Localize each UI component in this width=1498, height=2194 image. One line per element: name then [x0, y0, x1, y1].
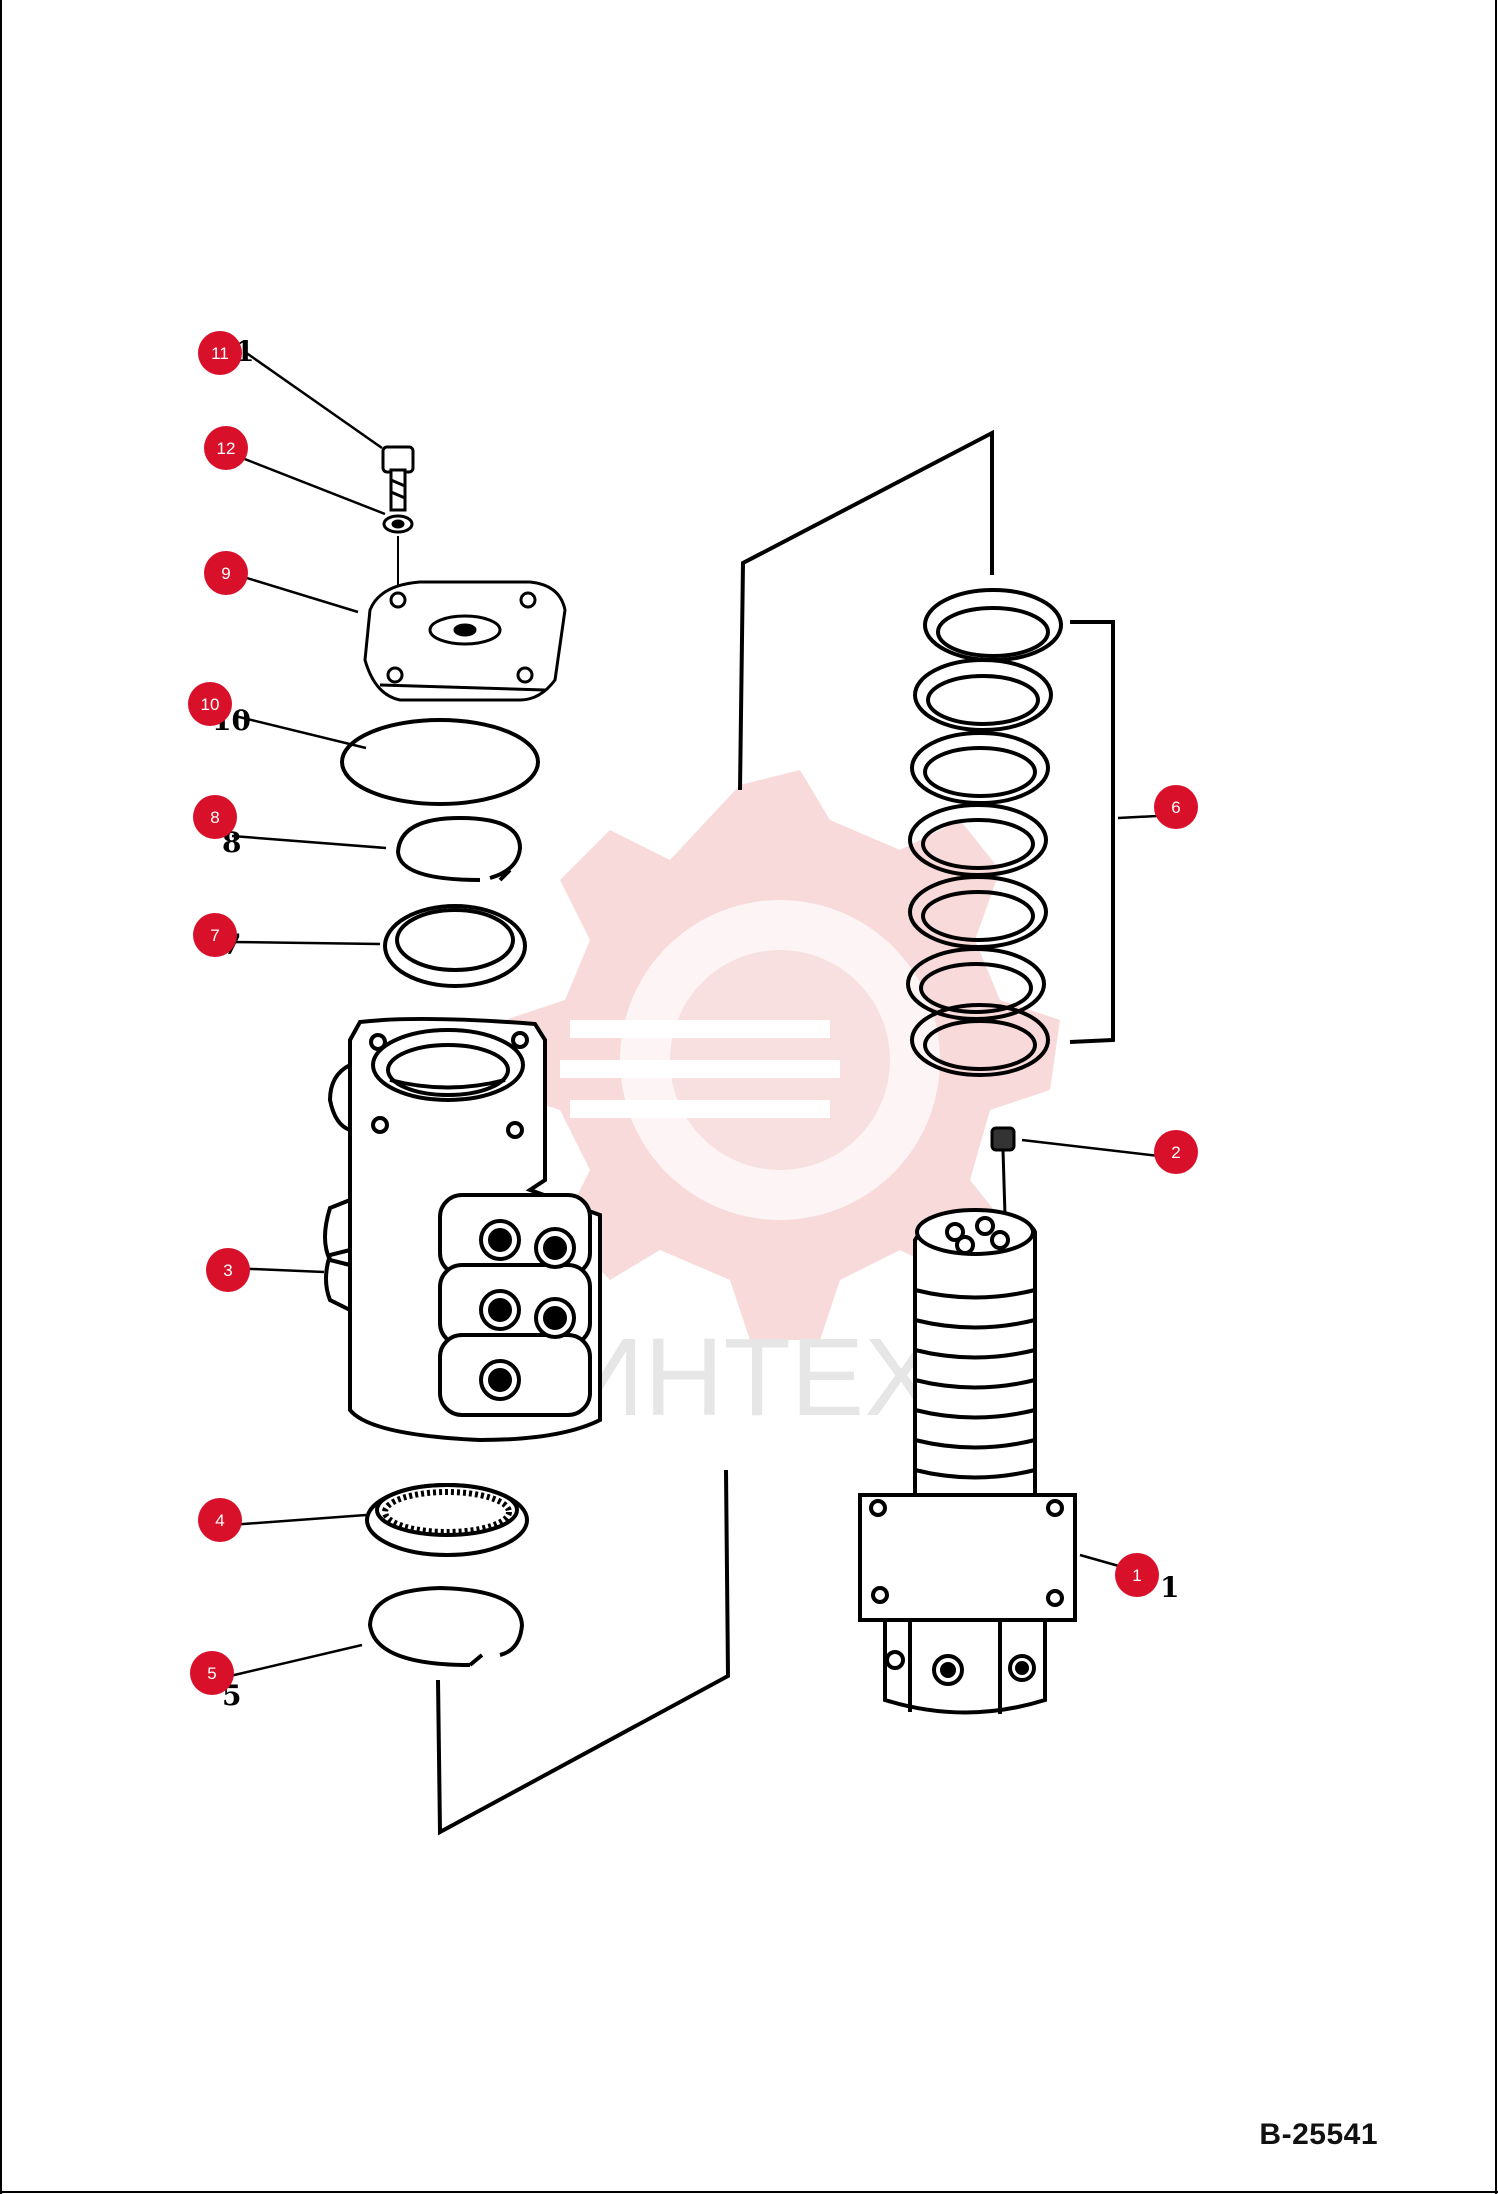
seal-rings-stack-part-6	[906, 588, 1063, 1077]
svg-text:1: 1	[1132, 1566, 1141, 1585]
o-ring-part-10	[340, 718, 540, 806]
bolt-part-11	[381, 445, 415, 512]
svg-text:2: 2	[1171, 1143, 1180, 1162]
callout-9[interactable]: 9	[204, 551, 248, 595]
callout-8[interactable]: 8	[193, 795, 237, 839]
svg-text:5: 5	[207, 1664, 216, 1683]
svg-text:4: 4	[215, 1511, 224, 1530]
callout-2[interactable]: 2	[1154, 1130, 1198, 1174]
svg-text:3: 3	[223, 1261, 232, 1280]
cover-part-9	[363, 580, 567, 702]
washer-part-12	[382, 514, 414, 534]
bearing-ring-part-4	[365, 1483, 529, 1557]
svg-text:11: 11	[211, 344, 229, 363]
callout-10[interactable]: 10	[188, 682, 232, 726]
drawing-code: B-25541	[1259, 2118, 1378, 2151]
callout-12[interactable]: 12	[204, 426, 248, 470]
callout-4[interactable]: 4	[198, 1498, 242, 1542]
leader-lines	[229, 350, 1177, 1678]
plug-part-2	[990, 1126, 1016, 1216]
snap-ring-part-5	[367, 1585, 525, 1667]
svg-text:7: 7	[210, 926, 219, 945]
svg-text:6: 6	[1171, 798, 1180, 817]
svg-text:1: 1	[1160, 1571, 1179, 1604]
shaft-part-1	[858, 1208, 1077, 1715]
watermark-text: ИНТЕХ	[565, 1316, 937, 1439]
watermark-logo	[500, 770, 1060, 1340]
callout-6[interactable]: 6	[1154, 785, 1198, 829]
svg-text:10: 10	[201, 695, 220, 714]
callout-7[interactable]: 7	[193, 913, 237, 957]
svg-text:9: 9	[221, 564, 230, 583]
callout-5[interactable]: 5	[190, 1651, 234, 1695]
callout-3[interactable]: 3	[206, 1248, 250, 1292]
svg-text:8: 8	[210, 808, 219, 827]
assembly-bracket-lines	[436, 429, 1115, 1836]
housing-part-3	[323, 1016, 602, 1443]
svg-text:12: 12	[217, 439, 236, 458]
snap-ring-part-8	[395, 815, 523, 882]
callout-1[interactable]: 1	[1115, 1553, 1159, 1597]
callout-11[interactable]: 11	[198, 331, 242, 375]
seal-ring-part-7	[383, 904, 527, 988]
